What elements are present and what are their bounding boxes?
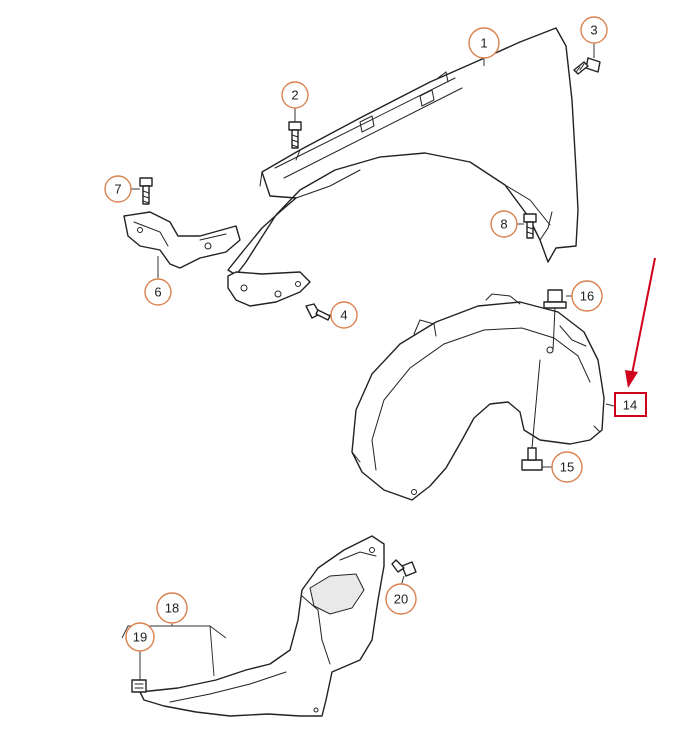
fastener-screw-4 xyxy=(305,303,331,321)
leader-lines xyxy=(121,43,615,680)
lower-wheel-liner xyxy=(139,535,385,717)
callout-18: 18 xyxy=(156,592,188,624)
callout-3: 3 xyxy=(580,16,608,44)
callout-16-label: 16 xyxy=(580,289,594,304)
callout-16: 16 xyxy=(571,280,603,312)
callout-14-highlighted: 14 xyxy=(614,392,647,417)
callout-15-label: 15 xyxy=(560,460,574,475)
fastener-screw-3 xyxy=(573,57,601,75)
callout-14-label: 14 xyxy=(623,398,637,413)
fastener-screw-2 xyxy=(288,121,302,149)
fastener-clip-19 xyxy=(131,679,147,693)
callout-6-label: 6 xyxy=(154,285,161,300)
callout-7-label: 7 xyxy=(114,182,121,197)
callout-7: 7 xyxy=(104,175,132,203)
callout-18-label: 18 xyxy=(165,601,179,616)
callout-15: 15 xyxy=(551,451,583,483)
callout-4-label: 4 xyxy=(340,308,347,323)
callout-19-label: 19 xyxy=(133,630,147,645)
callout-1-label: 1 xyxy=(480,36,487,51)
fastener-clip-16 xyxy=(543,289,567,351)
callout-1: 1 xyxy=(468,27,500,59)
callout-8-label: 8 xyxy=(500,217,507,232)
callout-3-label: 3 xyxy=(590,23,597,38)
fender-panel xyxy=(227,27,579,276)
fender-bracket xyxy=(123,211,241,269)
callout-20: 20 xyxy=(385,583,417,615)
fastener-bolt-15 xyxy=(521,359,543,471)
callout-19: 19 xyxy=(125,622,155,652)
callout-8: 8 xyxy=(490,210,518,238)
wheel-housing-liner xyxy=(351,293,605,501)
callout-6: 6 xyxy=(144,278,172,306)
callout-4: 4 xyxy=(330,301,358,329)
callout-2-label: 2 xyxy=(291,88,298,103)
fastener-screw-20 xyxy=(391,559,417,577)
fastener-screw-7 xyxy=(139,177,153,205)
red-pointer-arrow xyxy=(625,257,656,388)
callout-2: 2 xyxy=(281,81,309,109)
callout-20-label: 20 xyxy=(394,592,408,607)
fender-front-flange xyxy=(227,271,311,307)
fastener-screw-8 xyxy=(523,213,537,239)
